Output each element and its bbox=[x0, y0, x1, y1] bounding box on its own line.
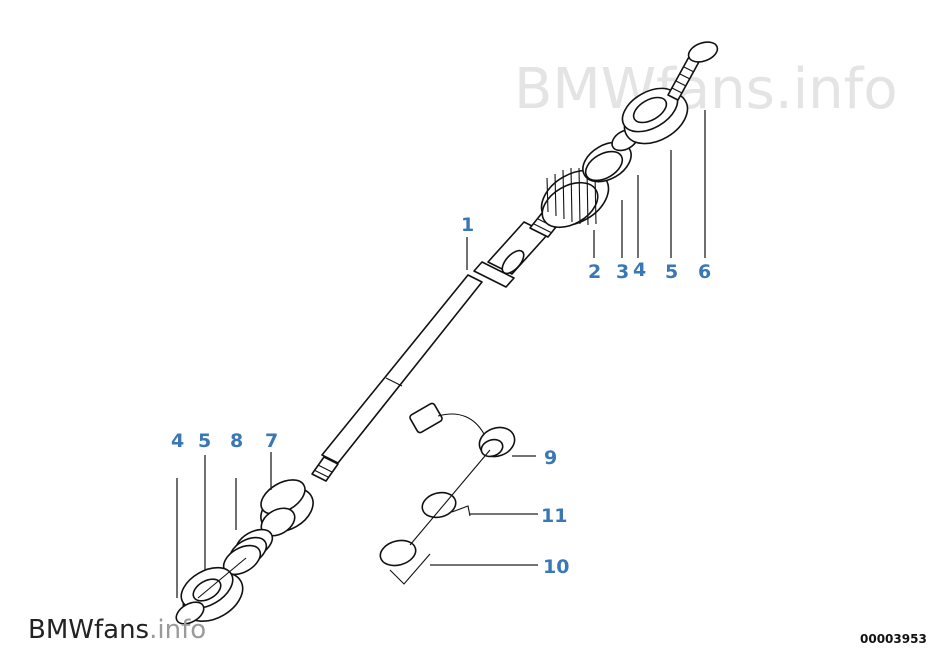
callout-7: 7 bbox=[265, 430, 278, 452]
needle-bearing bbox=[540, 167, 610, 229]
rubber-ring-upper bbox=[621, 87, 689, 145]
callout-6: 6 bbox=[698, 261, 711, 283]
callout-4-lower: 4 bbox=[171, 430, 184, 452]
callout-5: 5 bbox=[665, 261, 678, 283]
spring bbox=[222, 528, 274, 576]
watermark-top: BMWfans.info bbox=[514, 57, 898, 122]
callout-2: 2 bbox=[588, 261, 601, 283]
clamp-ring bbox=[421, 491, 471, 519]
washer-lower bbox=[175, 601, 205, 625]
bearing-ring bbox=[582, 141, 632, 183]
callout-11: 11 bbox=[541, 505, 567, 527]
callout-9: 9 bbox=[544, 447, 557, 469]
callout-3: 3 bbox=[616, 261, 629, 283]
callout-10: 10 bbox=[543, 556, 569, 578]
steering-shaft bbox=[311, 212, 561, 482]
callout-5-lower: 5 bbox=[198, 430, 211, 452]
callout-4: 4 bbox=[633, 259, 646, 281]
callout-8: 8 bbox=[230, 430, 243, 452]
lower-housing bbox=[260, 479, 314, 537]
watermark-bottom: BMWfans.info bbox=[28, 615, 206, 645]
document-number: 00003953 bbox=[860, 632, 927, 646]
hose-clamp bbox=[379, 539, 431, 585]
callout-1: 1 bbox=[461, 214, 474, 236]
sensor-with-wire bbox=[409, 402, 516, 458]
bolt bbox=[667, 41, 719, 101]
